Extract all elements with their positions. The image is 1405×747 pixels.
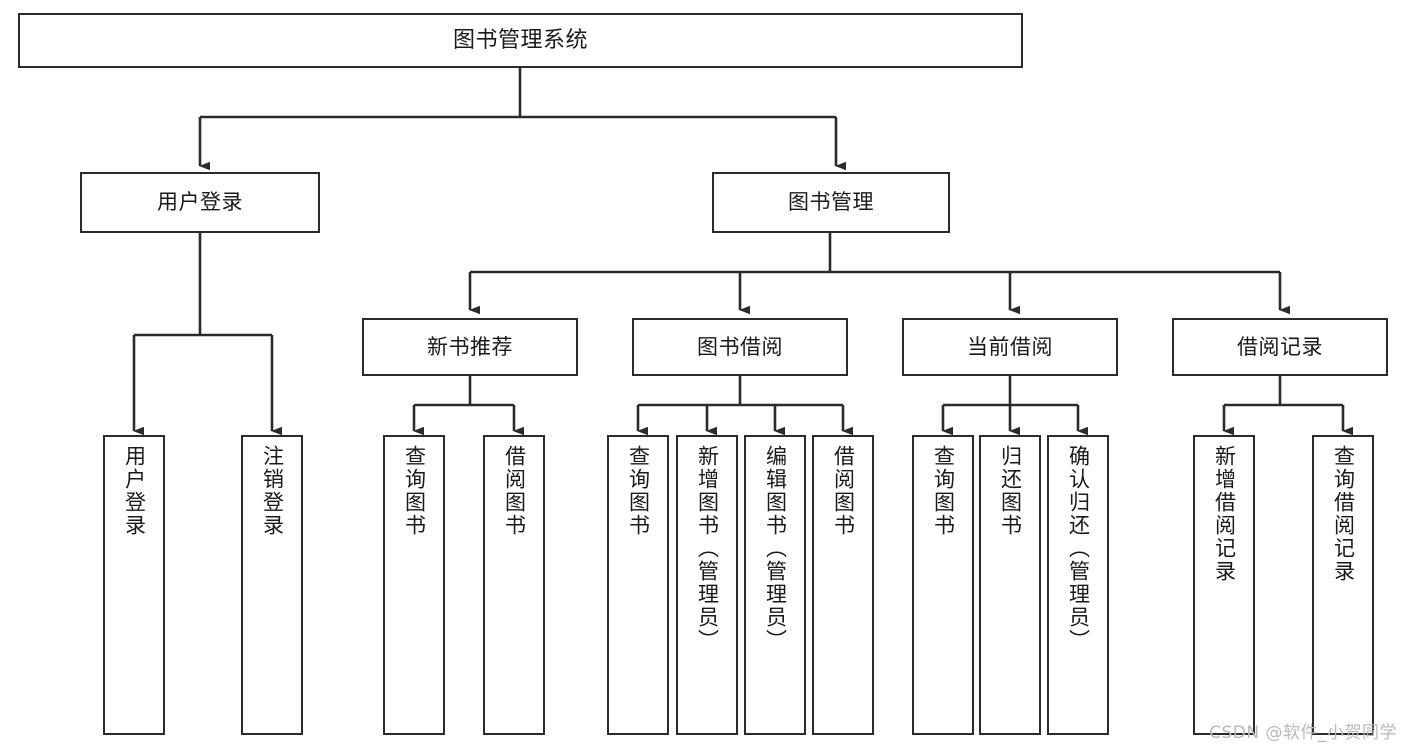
leaf-current-borrow-query-book[interactable]: 查询图书 (912, 435, 974, 735)
node-label: 新增图书（管理员） (695, 445, 720, 652)
leaf-user-login-login[interactable]: 用户登录 (103, 435, 165, 735)
node-label: 新书推荐 (427, 334, 513, 359)
node-root-book-management-system[interactable]: 图书管理系统 (18, 13, 1023, 68)
node-label: 查询借阅记录 (1331, 445, 1356, 583)
leaf-borrow-record-add-record[interactable]: 新增借阅记录 (1193, 435, 1255, 735)
leaf-new-book-query-book[interactable]: 查询图书 (383, 435, 445, 735)
node-label: 确认归还（管理员） (1066, 445, 1091, 652)
leaf-user-login-logout[interactable]: 注销登录 (241, 435, 303, 735)
node-book-borrow[interactable]: 图书借阅 (632, 318, 848, 376)
node-borrow-record[interactable]: 借阅记录 (1172, 318, 1388, 376)
node-label: 用户登录 (157, 190, 243, 215)
node-label: 用户登录 (122, 445, 147, 537)
leaf-book-borrow-add-book[interactable]: 新增图书（管理员） (676, 435, 738, 735)
node-label: 注销登录 (260, 445, 285, 537)
leaf-book-borrow-edit-book[interactable]: 编辑图书（管理员） (744, 435, 806, 735)
leaf-book-borrow-borrow-book[interactable]: 借阅图书 (812, 435, 874, 735)
node-new-book-recommend[interactable]: 新书推荐 (362, 318, 578, 376)
leaf-borrow-record-query-record[interactable]: 查询借阅记录 (1312, 435, 1374, 735)
node-label: 查询图书 (931, 445, 956, 537)
watermark-text: CSDN @软件_小贺同学 (1209, 723, 1397, 743)
node-book-management[interactable]: 图书管理 (712, 172, 950, 233)
node-label: 借阅记录 (1237, 334, 1323, 359)
node-label: 图书管理 (788, 190, 874, 215)
node-user-login[interactable]: 用户登录 (80, 172, 320, 233)
node-label: 图书管理系统 (452, 27, 588, 53)
leaf-new-book-borrow-book[interactable]: 借阅图书 (483, 435, 545, 735)
node-label: 借阅图书 (831, 445, 856, 537)
node-label: 新增借阅记录 (1212, 445, 1237, 583)
node-label: 查询图书 (626, 445, 651, 537)
leaf-current-borrow-return-book[interactable]: 归还图书 (979, 435, 1041, 735)
node-label: 当前借阅 (967, 334, 1053, 359)
leaf-book-borrow-query-book[interactable]: 查询图书 (607, 435, 669, 735)
node-label: 借阅图书 (502, 445, 527, 537)
node-label: 查询图书 (402, 445, 427, 537)
node-label: 编辑图书（管理员） (763, 445, 788, 652)
node-current-borrow[interactable]: 当前借阅 (902, 318, 1118, 376)
node-label: 归还图书 (998, 445, 1023, 537)
node-label: 图书借阅 (697, 334, 783, 359)
leaf-current-borrow-confirm-return[interactable]: 确认归还（管理员） (1047, 435, 1109, 735)
